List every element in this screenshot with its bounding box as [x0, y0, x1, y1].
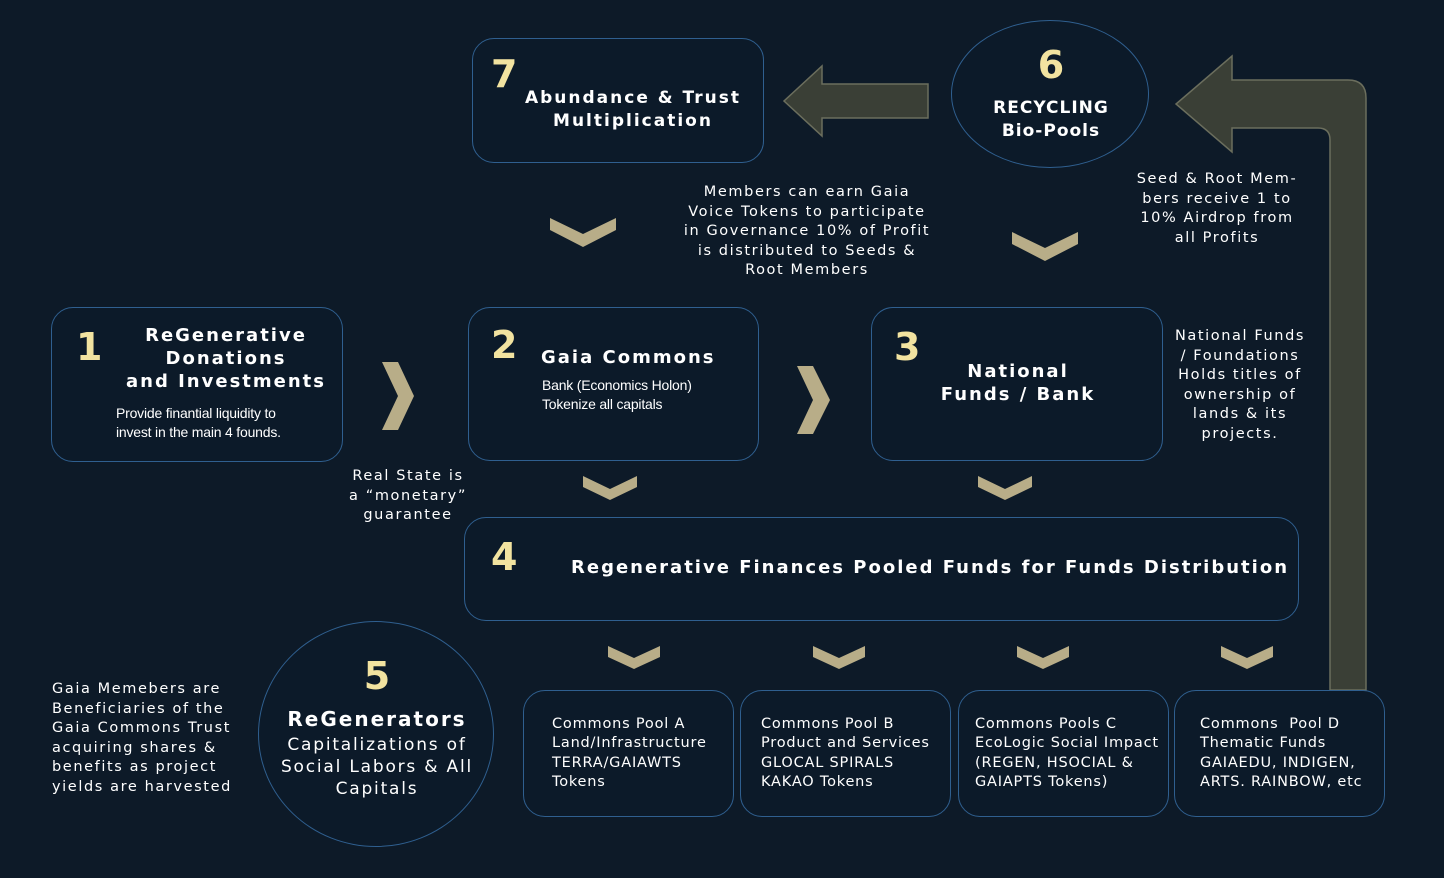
box-title: Abundance & Trust Multiplication — [524, 88, 741, 131]
realstate-note: Real State is a “monetary” guarantee — [349, 468, 467, 523]
chevron-down-icon — [813, 646, 865, 669]
pool-d: Commons Pool D Thematic Funds GAIAEDU, I… — [1174, 690, 1385, 817]
chevron-down-icon — [978, 476, 1032, 500]
pool-text: Commons Pools C EcoLogic Social Impact (… — [975, 716, 1159, 791]
step-number: 2 — [491, 323, 518, 367]
pool-b: Commons Pool B Product and Services GLOC… — [740, 690, 951, 817]
box-donations: 1 ReGenerative Donations and Investments… — [51, 307, 343, 462]
chevron-down-icon — [608, 646, 660, 669]
pool-text: Commons Pool D Thematic Funds GAIAEDU, I… — [1200, 716, 1363, 791]
box-body: Provide finantial liquidity to invest in… — [116, 405, 281, 440]
beneficiaries-note: Gaia Memebers are Beneficiaries of the G… — [52, 681, 232, 795]
recycle-to-abundance-arrow — [782, 64, 929, 138]
step-number: 7 — [491, 52, 518, 96]
box-title: ReGenerators — [287, 707, 467, 731]
national-note: National Funds / Foundations Holds title… — [1174, 328, 1306, 442]
box-body: Bank (Economics Holon) Tokenize all capi… — [542, 377, 692, 412]
box-title: RECYCLING Bio-Pools — [993, 98, 1109, 141]
step-number: 6 — [1037, 43, 1065, 87]
airdrop-note: Seed & Root Mem- bers receive 1 to 10% A… — [1136, 171, 1298, 246]
pool-a: Commons Pool A Land/Infrastructure TERRA… — [523, 690, 734, 817]
chevron-down-icon — [1221, 646, 1273, 669]
box-pooled-funds: 4 Regenerative Finances Pooled Funds for… — [464, 517, 1299, 621]
circle-regenerators: 5 ReGenerators Capitalizations of Social… — [258, 621, 494, 847]
box-title: Gaia Commons — [541, 347, 716, 368]
box-gaia-commons: 2 Gaia Commons Bank (Economics Holon) To… — [468, 307, 759, 461]
return-arrow — [1174, 54, 1367, 691]
chevron-down-icon — [1012, 232, 1078, 261]
step-number: 1 — [76, 325, 103, 369]
pool-c: Commons Pools C EcoLogic Social Impact (… — [958, 690, 1169, 817]
step-number: 4 — [491, 535, 518, 579]
box-title: Regenerative Finances Pooled Funds for F… — [571, 557, 1290, 578]
pool-text: Commons Pool A Land/Infrastructure TERRA… — [552, 716, 707, 791]
box-abundance: 7 Abundance & Trust Multiplication — [472, 38, 764, 163]
box-subtitle: Capitalizations of Social Labors & All C… — [280, 735, 474, 799]
chevron-right-icon — [797, 366, 830, 434]
box-title: ReGenerative Donations and Investments — [126, 325, 326, 392]
circle-recycling: 6 RECYCLING Bio-Pools — [951, 20, 1149, 168]
chevron-down-icon — [550, 218, 616, 247]
pool-text: Commons Pool B Product and Services GLOC… — [761, 716, 930, 791]
box-national-funds: 3 National Funds / Bank — [871, 307, 1163, 461]
box-title: National Funds / Bank — [940, 361, 1096, 405]
chevron-down-icon — [583, 476, 637, 500]
chevron-right-icon — [382, 362, 414, 430]
chevron-down-icon — [1017, 646, 1069, 669]
governance-note: Members can earn Gaia Voice Tokens to pa… — [683, 184, 931, 278]
step-number: 5 — [363, 654, 391, 698]
step-number: 3 — [894, 325, 921, 369]
